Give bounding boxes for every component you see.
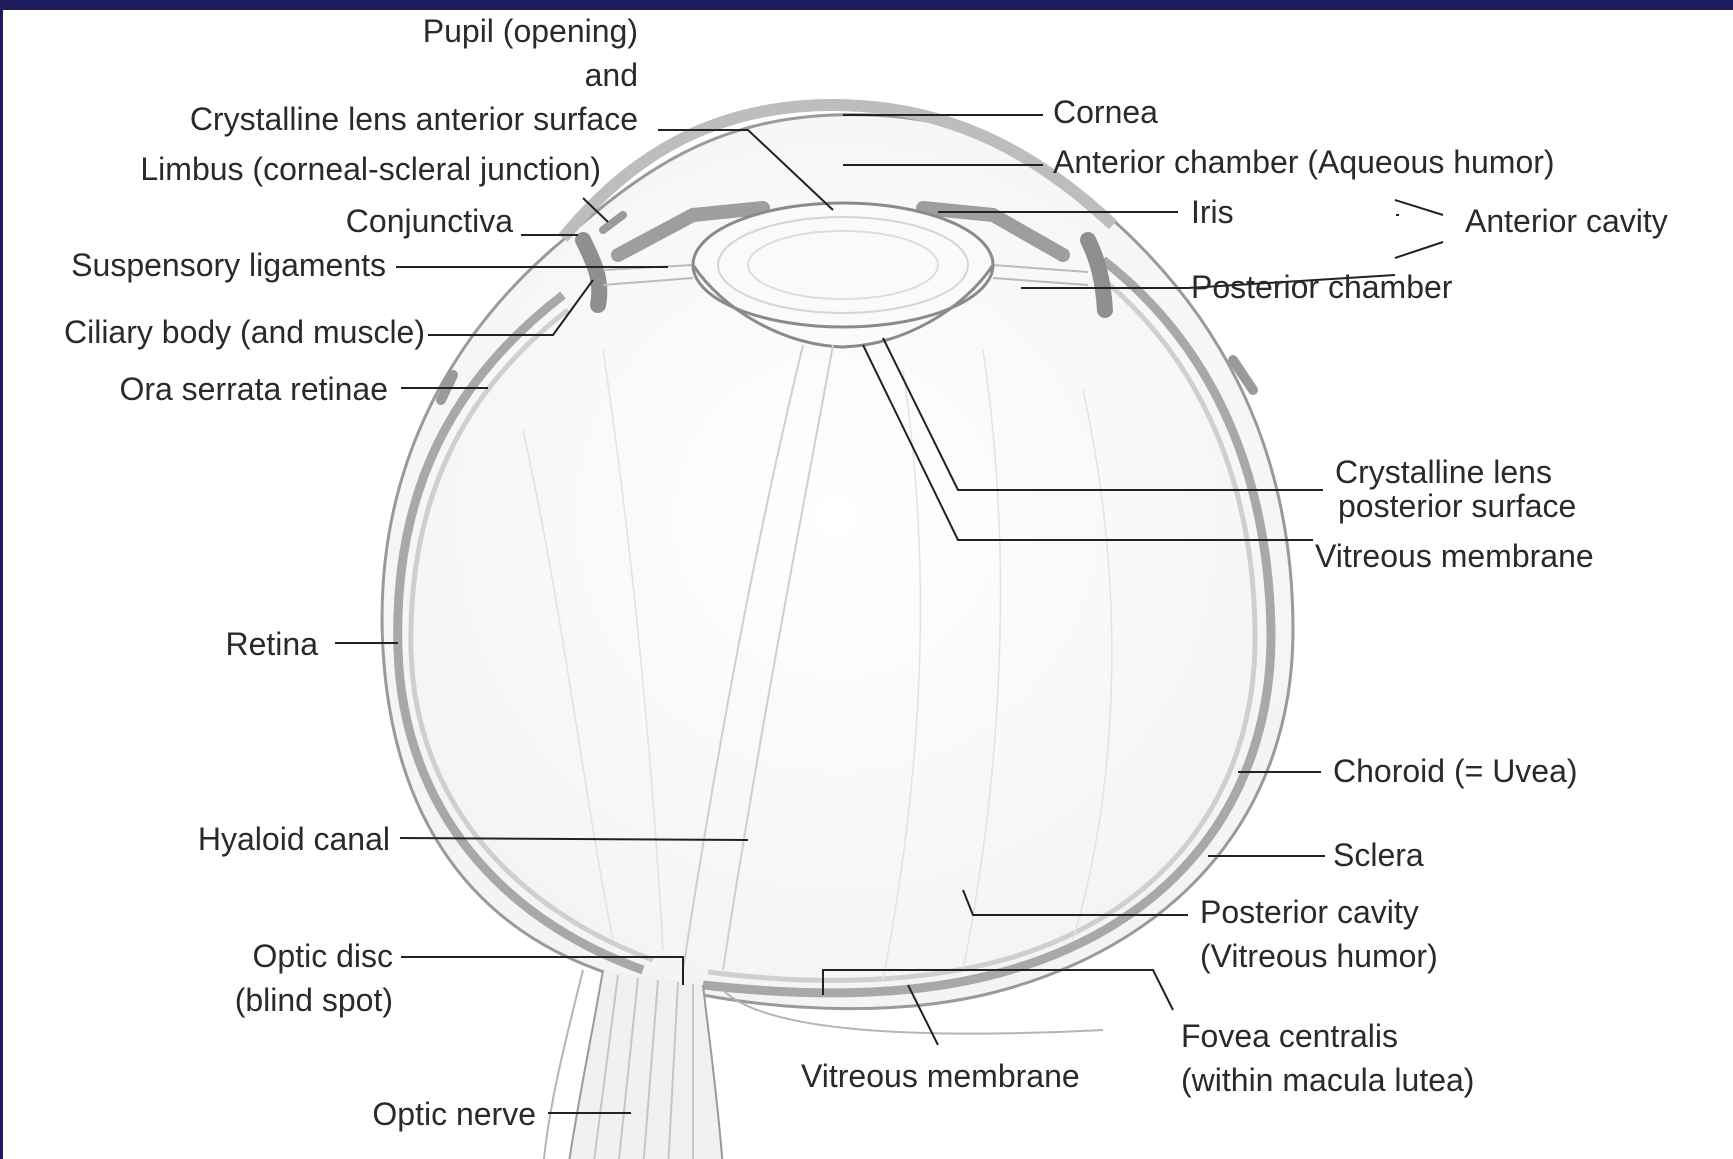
label-fovea-line2: (within macula lutea): [1181, 1062, 1474, 1098]
crystalline-lens: [693, 203, 993, 327]
label-hyaloid: Hyaloid canal: [198, 821, 390, 857]
label-optic-disc-line1: Optic disc: [253, 938, 393, 974]
label-pupil-line2: and: [585, 57, 638, 93]
label-optic-nerve: Optic nerve: [372, 1096, 536, 1132]
label-anterior-cavity: Anterior cavity: [1465, 203, 1668, 239]
label-vitreous-membrane-right: Vitreous membrane: [1315, 538, 1594, 574]
label-conjunctiva: Conjunctiva: [346, 203, 513, 239]
label-anterior-chamber: Anterior chamber (Aqueous humor): [1053, 144, 1555, 180]
eye-anatomy-diagram: Pupil (opening) and Crystalline lens ant…: [3, 10, 1733, 1159]
label-cornea: Cornea: [1053, 94, 1158, 130]
label-optic-disc-line2: (blind spot): [235, 982, 393, 1018]
label-limbus: Limbus (corneal-scleral junction): [140, 151, 601, 187]
eyeball: [382, 105, 1293, 1009]
label-posterior-cavity-line1: Posterior cavity: [1200, 894, 1419, 930]
label-fovea-line1: Fovea centralis: [1181, 1018, 1398, 1054]
label-retina: Retina: [226, 626, 319, 662]
label-suspensory: Suspensory ligaments: [71, 247, 386, 283]
diagram-frame: Pupil (opening) and Crystalline lens ant…: [3, 10, 1733, 1159]
label-iris: Iris: [1191, 194, 1234, 230]
label-vitreous-membrane-bottom: Vitreous membrane: [801, 1058, 1080, 1094]
label-posterior-cavity-line2: (Vitreous humor): [1200, 938, 1438, 974]
label-choroid: Choroid (= Uvea): [1333, 753, 1578, 789]
label-pupil-line1: Pupil (opening): [423, 13, 638, 49]
label-ciliary: Ciliary body (and muscle): [64, 314, 425, 350]
label-sclera: Sclera: [1333, 837, 1424, 873]
label-lens-posterior-line1: Crystalline lens: [1335, 454, 1552, 490]
label-ora-serrata: Ora serrata retinae: [119, 371, 388, 407]
label-posterior-chamber: Posterior chamber: [1191, 269, 1453, 305]
label-lens-posterior-line2: posterior surface: [1338, 488, 1576, 524]
label-lens-anterior: Crystalline lens anterior surface: [190, 101, 638, 137]
